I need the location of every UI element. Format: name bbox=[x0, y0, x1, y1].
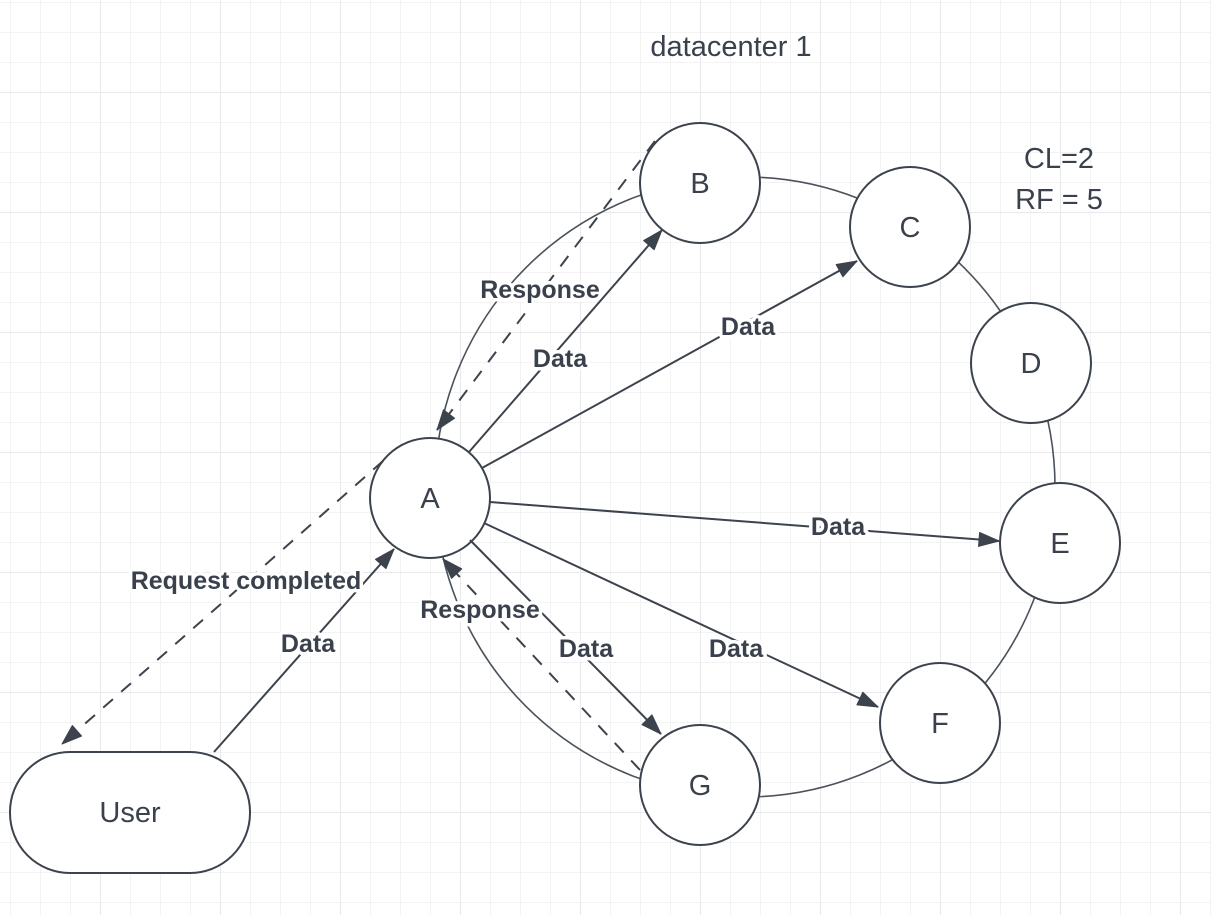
edge-label-response-b: Response bbox=[480, 276, 600, 304]
node-c-label: C bbox=[900, 212, 921, 244]
edge-label-data-c: Data bbox=[721, 313, 776, 341]
edge-label-data-g: Data bbox=[559, 635, 614, 663]
edge-a-to-g bbox=[469, 539, 662, 735]
edge-label-data-f: Data bbox=[709, 635, 764, 663]
diagram-title: datacenter 1 bbox=[650, 31, 811, 63]
node-e-circle bbox=[999, 482, 1121, 604]
edge-a-to-e bbox=[489, 501, 1000, 547]
user-box bbox=[9, 751, 251, 874]
node-d-label: D bbox=[1021, 348, 1042, 380]
node-b-label: B bbox=[690, 168, 709, 200]
annotation-cl: CL=2 bbox=[1024, 143, 1094, 175]
node-a-label: A bbox=[420, 483, 440, 515]
edge-user-to-a bbox=[213, 548, 395, 753]
edge-a-to-c bbox=[481, 260, 858, 469]
edge-label-user-to-a: Data bbox=[281, 630, 336, 658]
node-c-circle bbox=[849, 166, 971, 288]
edge-a-to-b bbox=[468, 229, 663, 453]
node-f-label: F bbox=[931, 708, 949, 740]
node-a-circle bbox=[369, 437, 491, 559]
node-e-label: E bbox=[1050, 528, 1069, 560]
edge-label-response-g: Response bbox=[420, 596, 540, 624]
edge-label-data-e: Data bbox=[811, 513, 866, 541]
edge-label-request-completed: Request completed bbox=[131, 567, 362, 595]
user-box-label: User bbox=[99, 797, 161, 829]
node-d-circle bbox=[970, 302, 1092, 424]
annotation-rf: RF = 5 bbox=[1015, 184, 1103, 216]
edge-a-to-f bbox=[483, 522, 879, 708]
edge-a-to-user bbox=[61, 460, 384, 745]
edge-b-to-a bbox=[436, 140, 656, 431]
node-g-label: G bbox=[689, 770, 712, 802]
edge-label-data-b: Data bbox=[533, 345, 588, 373]
edge-g-to-a bbox=[442, 558, 641, 771]
node-b-circle bbox=[639, 122, 761, 244]
node-f-circle bbox=[879, 662, 1001, 784]
node-g-circle bbox=[639, 724, 761, 846]
